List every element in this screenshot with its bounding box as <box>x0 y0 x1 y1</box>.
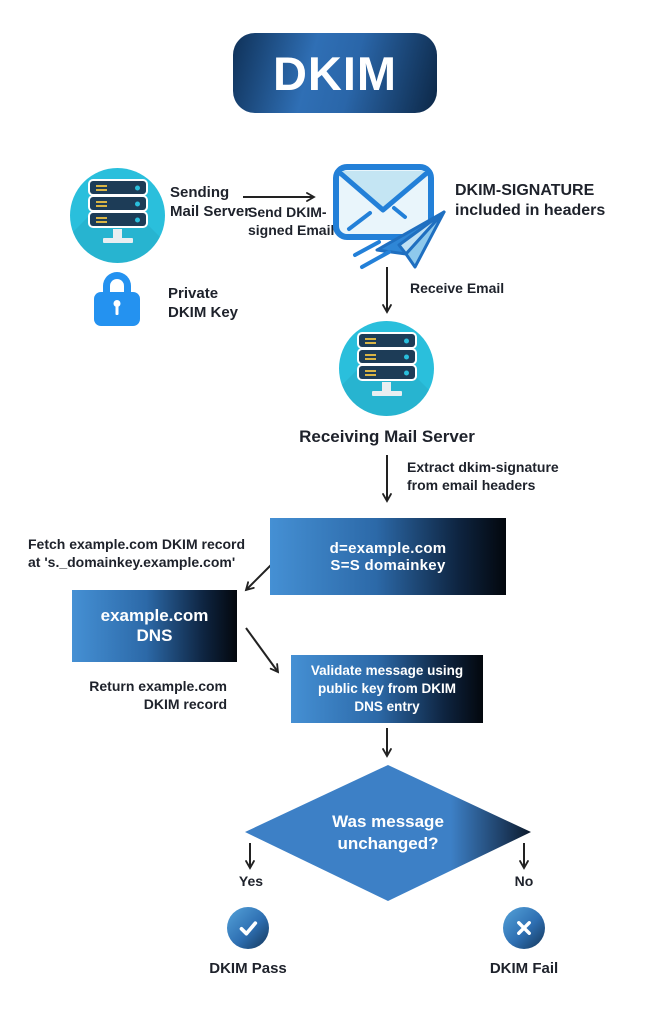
server-base <box>102 238 133 243</box>
server-unit <box>89 213 146 226</box>
sending-server-label: Sending Mail Server <box>170 184 251 221</box>
server-unit <box>358 350 415 363</box>
email-sent-icon <box>333 164 446 269</box>
receiving-server-label: Receiving Mail Server <box>299 427 475 446</box>
server-stand <box>113 229 122 238</box>
x-icon <box>517 921 531 935</box>
diamond-shape <box>245 765 531 901</box>
extract-signature-label: Extract dkim-signature from email header… <box>407 459 559 493</box>
validate-message-box: Validate message using public key from D… <box>291 655 483 723</box>
example-dns-box: example.com DNS <box>72 590 237 662</box>
lock-shackle <box>103 272 131 293</box>
page-title: DKIM <box>272 46 398 100</box>
decision-question: Was message unchanged? <box>332 811 444 853</box>
arrow-return-record <box>245 627 280 674</box>
dkim-signature-note: DKIM-SIGNATURE included in headers <box>455 182 606 220</box>
sending-mail-server-icon <box>70 168 165 263</box>
private-key-lock-icon <box>94 272 140 326</box>
signature-values-box: d=example.com S=S domainkey <box>270 518 506 595</box>
dkim-title-badge: DKIM <box>233 33 437 113</box>
receive-email-label: Receive Email <box>410 280 505 296</box>
receiving-mail-server-icon <box>339 321 434 416</box>
send-dkim-signed-email-label: Send DKIM- signed Email <box>248 204 335 238</box>
server-rack-icon <box>358 334 415 396</box>
arrow-fetch-record <box>244 563 273 592</box>
return-record-label: Return example.com DKIM record <box>89 678 227 712</box>
dkim-pass-check-icon <box>227 907 269 949</box>
yes-label: Yes <box>238 873 264 889</box>
fetch-record-label: Fetch example.com DKIM record at 's._dom… <box>28 536 246 570</box>
dkim-fail-label: DKIM Fail <box>489 960 559 977</box>
server-unit <box>89 181 146 194</box>
dkim-pass-label: DKIM Pass <box>209 960 287 977</box>
checkmark-icon <box>239 921 258 936</box>
private-dkim-key-label: Private DKIM Key <box>168 285 239 322</box>
dkim-fail-x-icon <box>503 907 545 949</box>
server-rack-icon <box>89 181 146 243</box>
server-unit <box>358 366 415 379</box>
server-stand <box>382 382 391 391</box>
no-label: No <box>514 873 534 889</box>
server-unit <box>89 197 146 210</box>
server-unit <box>358 334 415 347</box>
server-base <box>371 391 402 396</box>
decision-diamond: Was message unchanged? <box>243 763 533 903</box>
lock-body <box>94 292 140 326</box>
